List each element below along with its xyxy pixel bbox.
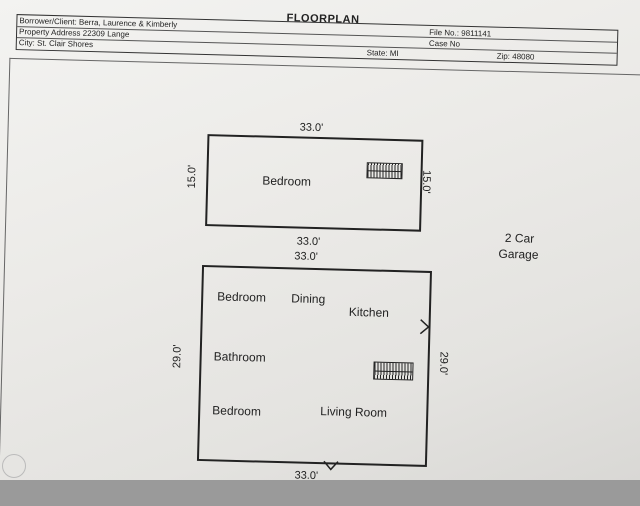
main-floor-outline: Bedroom Dining Kitchen Bathroom Bedroom … xyxy=(196,264,432,467)
upper-depth-left: 15.0' xyxy=(185,164,199,189)
room-label: Bathroom xyxy=(213,349,266,365)
room-label: Bedroom xyxy=(212,403,262,419)
case-no-text: Case No xyxy=(428,38,461,49)
main-width-top: 33.0' xyxy=(294,250,318,264)
upper-floor-outline: Bedroom xyxy=(205,134,424,232)
city-text: City: St. Clair Shores xyxy=(18,38,94,50)
room-label: Living Room xyxy=(320,404,388,420)
room-label: Bedroom xyxy=(217,289,267,305)
upper-depth-right: 15.0' xyxy=(419,169,433,194)
header-box: Borrower/Client: Berra, Laurence & Kimbe… xyxy=(15,14,619,66)
stairs-icon xyxy=(373,361,414,381)
room-label: Bedroom xyxy=(262,173,312,189)
room-label: Dining xyxy=(291,291,326,307)
document-page: FLOORPLAN Borrower/Client: Berra, Lauren… xyxy=(0,0,640,480)
state-text: State: MI xyxy=(366,48,399,59)
room-label: Kitchen xyxy=(348,304,390,320)
main-width-bottom: 33.0' xyxy=(294,469,319,483)
file-no-text: File No.: 9811141 xyxy=(429,27,492,39)
main-depth-right: 29.0' xyxy=(437,351,450,376)
upper-width-top: 33.0' xyxy=(299,121,324,135)
zip-text: Zip: 48080 xyxy=(496,51,535,62)
main-depth-left: 29.0' xyxy=(171,344,184,369)
door-swing-icon xyxy=(419,319,430,335)
upper-width-bottom: 33.0' xyxy=(296,235,321,249)
garage-label-line2: Garage xyxy=(498,246,539,262)
door-swing-icon xyxy=(323,460,339,471)
seal-logo-icon xyxy=(2,454,26,478)
floorplan-sheet: FLOORPLAN Borrower/Client: Berra, Lauren… xyxy=(0,0,640,488)
garage-label-line1: 2 Car xyxy=(504,230,535,246)
stairs-icon xyxy=(366,162,403,180)
